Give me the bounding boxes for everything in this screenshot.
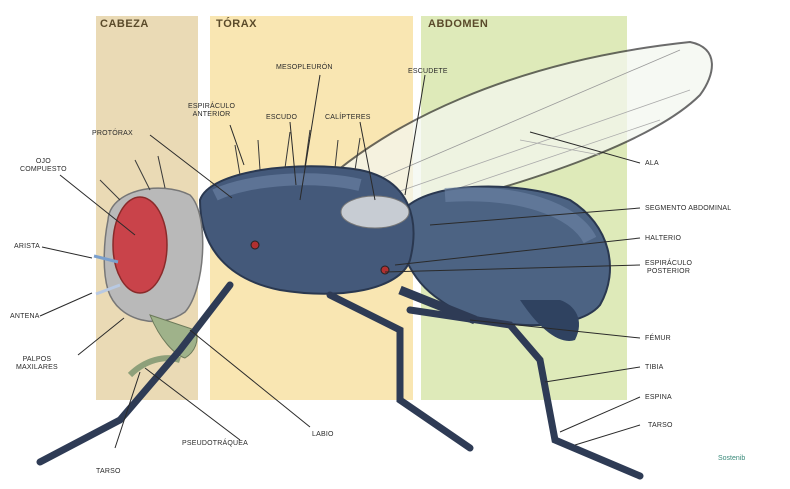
label-spine: ESPINA <box>645 394 672 402</box>
label-scutellum: ESCUDETE <box>408 68 448 76</box>
label-prothorax: PROTÓRAX <box>92 130 133 138</box>
label-abdominal-segment: SEGMENTO ABDOMINAL <box>645 205 731 213</box>
label-haltere: HALTERIO <box>645 235 681 243</box>
label-tarsus-left: TARSO <box>96 468 121 476</box>
label-wing: ALA <box>645 160 659 168</box>
brand-logo: Sostenib <box>718 455 745 462</box>
calypter <box>341 196 409 228</box>
label-anterior-spiracle: ESPIRÁCULO ANTERIOR <box>188 103 235 119</box>
label-posterior-spiracle: ESPIRÁCULO POSTERIOR <box>645 260 692 276</box>
region-head-label: CABEZA <box>100 18 149 30</box>
label-calypters: CALÍPTERES <box>325 114 371 122</box>
label-maxillary-palps: PALPOS MAXILARES <box>16 356 58 372</box>
label-tarsus-right: TARSO <box>648 422 673 430</box>
label-scutum: ESCUDO <box>266 114 297 122</box>
label-pseudotrachea: PSEUDOTRÁQUEA <box>182 440 248 448</box>
region-abdomen-label: ABDOMEN <box>428 18 488 30</box>
label-labium: LABIO <box>312 431 334 439</box>
label-femur: FÉMUR <box>645 335 671 343</box>
label-compound-eye: OJO COMPUESTO <box>20 158 67 174</box>
region-thorax-label: TÓRAX <box>216 18 257 30</box>
compound-eye <box>113 197 167 293</box>
label-mesopleuron: MESOPLEURÓN <box>276 64 333 72</box>
label-tibia: TIBIA <box>645 364 664 372</box>
label-arista: ARISTA <box>14 243 40 251</box>
label-antenna: ANTENA <box>10 313 40 321</box>
